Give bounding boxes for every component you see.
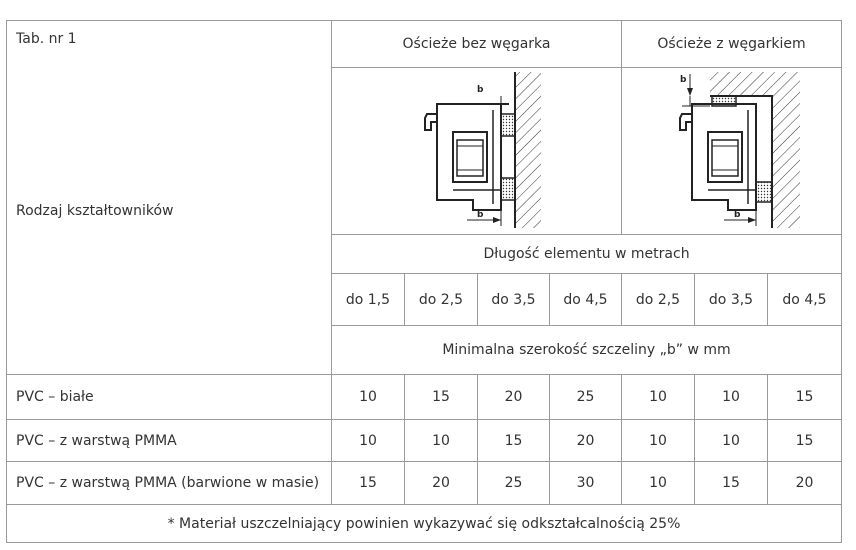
- drawing-row: b b: [7, 67, 843, 235]
- length-header: Długość elementu w metrach: [330, 234, 843, 274]
- table-cell: 10: [331, 419, 405, 462]
- length-header-row: Długość elementu w metrach: [7, 234, 843, 274]
- table-cell: 10: [404, 419, 478, 462]
- table-cell: 30: [548, 461, 623, 505]
- drawing-cell-with-rebate: b b: [621, 67, 843, 235]
- table-cell: 10: [694, 419, 769, 462]
- length-col-header: do 1,5: [331, 273, 405, 326]
- seal-top: [499, 113, 516, 137]
- table-cell: 25: [548, 374, 623, 420]
- footnote: * Materiał uszczelniający powinien wykaz…: [5, 504, 843, 543]
- table-cell: 10: [621, 461, 696, 505]
- dim-label-top: b: [477, 85, 484, 95]
- table-cell: 10: [331, 374, 405, 420]
- table-cell: 20: [548, 419, 623, 462]
- table-row: PVC – z warstwą PMMA (barwione w masie) …: [6, 461, 843, 505]
- table-cell: 20: [404, 461, 478, 505]
- row-header-label: Rodzaj kształtowników: [16, 203, 174, 219]
- table-cell: 15: [477, 419, 550, 462]
- row-label: PVC – z warstwą PMMA (barwione w masie): [6, 461, 332, 505]
- frame-section-drawing-no-rebate: b b: [423, 72, 541, 228]
- length-col-header: do 2,5: [621, 273, 696, 326]
- length-columns-row: do 1,5 do 2,5 do 3,5 do 4,5 do 2,5 do 3,…: [7, 273, 843, 326]
- table-cell: 15: [404, 374, 478, 420]
- dim-label-bottom: b: [477, 210, 484, 220]
- row-label: PVC – białe: [6, 374, 332, 420]
- seal-bottom: [499, 177, 516, 201]
- table-cell: 20: [767, 461, 843, 505]
- table-cell: 15: [331, 461, 405, 505]
- row-label: PVC – z warstwą PMMA: [6, 419, 332, 462]
- gap-width-table: Tab. nr 1 Rodzaj kształtowników Ościeże …: [5, 20, 843, 543]
- length-col-header: do 4,5: [767, 273, 843, 326]
- footnote-row: * Materiał uszczelniający powinien wykaz…: [5, 504, 843, 543]
- table-row: PVC – z warstwą PMMA 10 10 15 20 10 10 1…: [6, 419, 843, 462]
- wall-hatch: [709, 72, 800, 228]
- frame-section-drawing-with-rebate: b b: [678, 72, 800, 228]
- table-cell: 10: [694, 374, 769, 420]
- length-col-header: do 2,5: [404, 273, 478, 326]
- group-header-no-rebate: Ościeże bez węgarka: [330, 20, 623, 68]
- table-cell: 25: [477, 461, 550, 505]
- table-cell: 20: [477, 374, 550, 420]
- table-cell: 15: [767, 419, 843, 462]
- length-col-header: do 3,5: [477, 273, 550, 326]
- header-row-groups: Tab. nr 1 Rodzaj kształtowników Ościeże …: [6, 20, 843, 375]
- seal-bottom: [754, 181, 773, 203]
- table-cell: 15: [767, 374, 843, 420]
- table-cell: 10: [621, 374, 696, 420]
- dim-label-top: b: [680, 75, 687, 85]
- table-cell: 15: [694, 461, 769, 505]
- table-title: Tab. nr 1: [16, 31, 77, 47]
- drawing-cell-no-rebate: b b: [330, 67, 623, 235]
- table-row: PVC – białe 10 15 20 25 10 10 15: [6, 374, 843, 420]
- seal-top: [710, 95, 737, 107]
- table-cell: 10: [621, 419, 696, 462]
- gap-header: Minimalna szerokość szczeliny „b” w mm: [330, 325, 843, 375]
- row-header-cell: Tab. nr 1 Rodzaj kształtowników: [6, 20, 332, 375]
- dim-label-bottom: b: [734, 210, 741, 220]
- group-header-with-rebate: Ościeże z węgarkiem: [621, 20, 843, 68]
- length-col-header: do 4,5: [548, 273, 623, 326]
- length-col-header: do 3,5: [694, 273, 769, 326]
- wall-hatch: [514, 72, 541, 228]
